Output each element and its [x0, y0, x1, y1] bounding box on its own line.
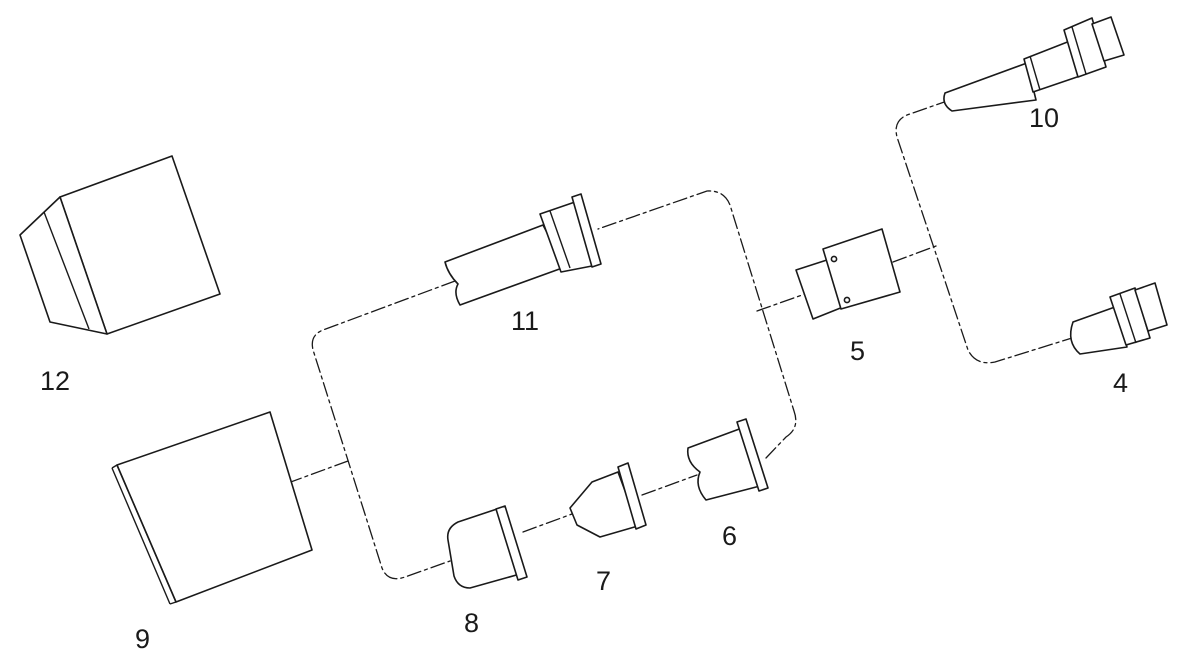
- label-8: 8: [464, 608, 479, 638]
- component-11-connector: [444, 193, 602, 306]
- link-7-to-6: [641, 474, 698, 496]
- loop-right-branch: [597, 190, 797, 459]
- component-5-coupler: [795, 228, 901, 320]
- component-10-connector: [943, 16, 1125, 112]
- component-7-connector: [569, 462, 647, 538]
- link-8-to-7: [522, 513, 573, 533]
- label-12: 12: [40, 366, 70, 396]
- component-9-box: [111, 411, 313, 605]
- loop-left-branch: [311, 280, 456, 580]
- coupler-screw-bottom: [843, 296, 851, 304]
- component-8-connector: [446, 505, 528, 589]
- label-9: 9: [135, 624, 150, 654]
- connection-lines: [287, 99, 1073, 580]
- label-5: 5: [850, 336, 865, 366]
- right-loop: [895, 99, 1073, 364]
- label-11: 11: [511, 306, 539, 336]
- link-loop-to-5: [756, 293, 806, 312]
- label-10: 10: [1029, 103, 1059, 133]
- reference-labels: 12 11 10 9 8 7 6 5 4: [40, 103, 1128, 654]
- component-4-connector: [1069, 282, 1168, 355]
- coupler-screw-top: [830, 255, 838, 263]
- component-12-box: [19, 155, 221, 335]
- label-6: 6: [722, 521, 737, 551]
- link-9-to-loop: [287, 460, 349, 484]
- link-5-to-right: [892, 245, 937, 263]
- label-4: 4: [1113, 368, 1128, 398]
- label-7: 7: [596, 566, 611, 596]
- component-6-connector: [686, 418, 769, 501]
